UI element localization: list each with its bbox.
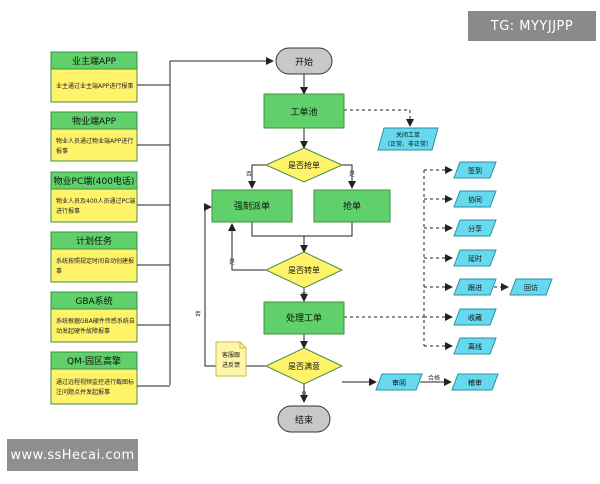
revisit-label: 回访 — [524, 283, 538, 292]
source-desc: 动发起硬件故障报事 — [56, 327, 110, 335]
close-label: （正常、非正常） — [384, 140, 432, 148]
action-revisit: 回访 — [509, 278, 553, 296]
end-label: 结束 — [295, 414, 313, 426]
action-label: 离线 — [468, 342, 482, 351]
source-desc: 系统根据GBA硬件传感系统自 — [56, 317, 135, 325]
review-label: 审阅 — [392, 378, 406, 387]
action-follow-up: 跟进 — [453, 278, 497, 296]
edge-label-no: 否 — [246, 171, 252, 178]
edge-labels: 否 是 是 否 否 是 合格 — [195, 171, 440, 399]
node-close-order: 关闭工单 （正常、非正常） — [377, 127, 439, 151]
source-desc: 物业人员通过物业端APP进行 — [56, 137, 133, 145]
node-end: 结束 — [277, 405, 331, 433]
dashed-connectors — [344, 109, 509, 350]
node-forced-dispatch: 强制派单 — [211, 189, 293, 223]
source-title: 计划任务 — [76, 235, 112, 247]
source-title: 物业PC端(400电话) — [54, 175, 135, 187]
source-desc: 进行报事 — [56, 207, 80, 215]
action-favorite: 收藏 — [453, 308, 497, 326]
watermark-bottom-left: www.ssHecai.com — [7, 439, 138, 471]
source-panel-owner-app: 业主端APP 业主通过业主端APP进行报事 — [50, 51, 138, 103]
process-label: 处理工单 — [286, 312, 322, 324]
decision-satisfied: 是否满意 — [264, 347, 344, 385]
start-label: 开始 — [295, 56, 313, 68]
note-label: 进反馈 — [222, 361, 240, 369]
action-nodes: 签到 协同 分享 延时 跟进 收藏 离线 回访 — [453, 161, 553, 355]
watermark-text: www.ssHecai.com — [10, 447, 135, 463]
source-panel-property-pc: 物业PC端(400电话) 物业人员及400人员通过PC端 进行报事 — [50, 171, 138, 223]
action-sign-in: 签到 — [453, 161, 497, 179]
source-panels: 业主端APP 业主通过业主端APP进行报事 物业端APP 物业人员通过物业端AP… — [50, 51, 138, 405]
source-panel-property-app: 物业端APP 物业人员通过物业端APP进行 报事 — [50, 111, 138, 162]
action-label: 协同 — [468, 195, 482, 204]
audit-label: 稽审 — [468, 378, 482, 387]
decision-grab-label: 是否抢单 — [288, 160, 320, 170]
node-work-order-pool: 工单池 — [263, 93, 345, 129]
action-label: 跟进 — [468, 284, 482, 292]
source-connectors — [137, 57, 274, 387]
action-share: 分享 — [453, 219, 497, 237]
source-panel-qm: QM-园区高擎 通过远程视频监控进行截图标 注问题点并发起报事 — [50, 351, 138, 405]
decision-satisfied-label: 是否满意 — [288, 361, 320, 371]
source-desc: 事 — [56, 267, 62, 275]
decision-transfer: 是否转单 — [264, 251, 344, 289]
watermark-text: TG: MYYJJPP — [490, 18, 574, 34]
watermark-top-right: TG: MYYJJPP — [468, 11, 596, 41]
node-audit: 稽审 — [451, 373, 499, 391]
forced-label: 强制派单 — [234, 200, 270, 212]
grab-label: 抢单 — [343, 200, 361, 212]
decision-transfer-label: 是否转单 — [288, 265, 320, 275]
source-desc: 报事 — [56, 147, 68, 155]
action-label: 收藏 — [468, 313, 482, 322]
note-label: 客服跟 — [222, 351, 240, 359]
edge-label-yes: 是 — [301, 392, 307, 399]
action-label: 分享 — [468, 224, 482, 233]
action-label: 签到 — [468, 166, 482, 175]
node-start: 开始 — [275, 47, 333, 75]
source-panel-scheduled-task: 计划任务 系统按照规定时间自动创建报 事 — [50, 231, 138, 283]
pool-label: 工单池 — [290, 106, 317, 118]
source-title: GBA系统 — [75, 295, 112, 307]
note-customer-service: 客服跟 进反馈 — [215, 341, 247, 377]
close-label: 关闭工单 — [396, 131, 420, 139]
source-title: 业主端APP — [72, 55, 117, 67]
source-desc: 通过远程视频监控进行截图标 — [56, 378, 134, 386]
node-grab-order: 抢单 — [313, 189, 391, 223]
source-desc: 系统按照规定时间自动创建报 — [56, 257, 134, 265]
edge-label-qualified: 合格 — [428, 374, 440, 382]
edge-label-no: 否 — [195, 311, 201, 318]
decision-grab: 是否抢单 — [264, 147, 344, 183]
action-offline: 离线 — [453, 337, 497, 355]
action-delay: 延时 — [453, 249, 497, 267]
edge-label-no: 否 — [301, 292, 307, 299]
node-review: 审阅 — [375, 373, 423, 391]
source-title: QM-园区高擎 — [67, 355, 121, 367]
source-desc: 注问题点并发起报事 — [56, 388, 110, 396]
edge-label-yes: 是 — [229, 259, 235, 266]
edge-label-yes: 是 — [349, 171, 355, 178]
source-title: 物业端APP — [72, 115, 117, 127]
node-process-order: 处理工单 — [263, 301, 345, 335]
source-panel-gba: GBA系统 系统根据GBA硬件传感系统自 动发起硬件故障报事 — [50, 291, 138, 343]
source-desc: 物业人员及400人员通过PC端 — [56, 197, 135, 205]
action-cooperate: 协同 — [453, 190, 497, 208]
action-label: 延时 — [468, 254, 482, 263]
source-desc: 业主通过业主端APP进行报事 — [56, 82, 133, 90]
